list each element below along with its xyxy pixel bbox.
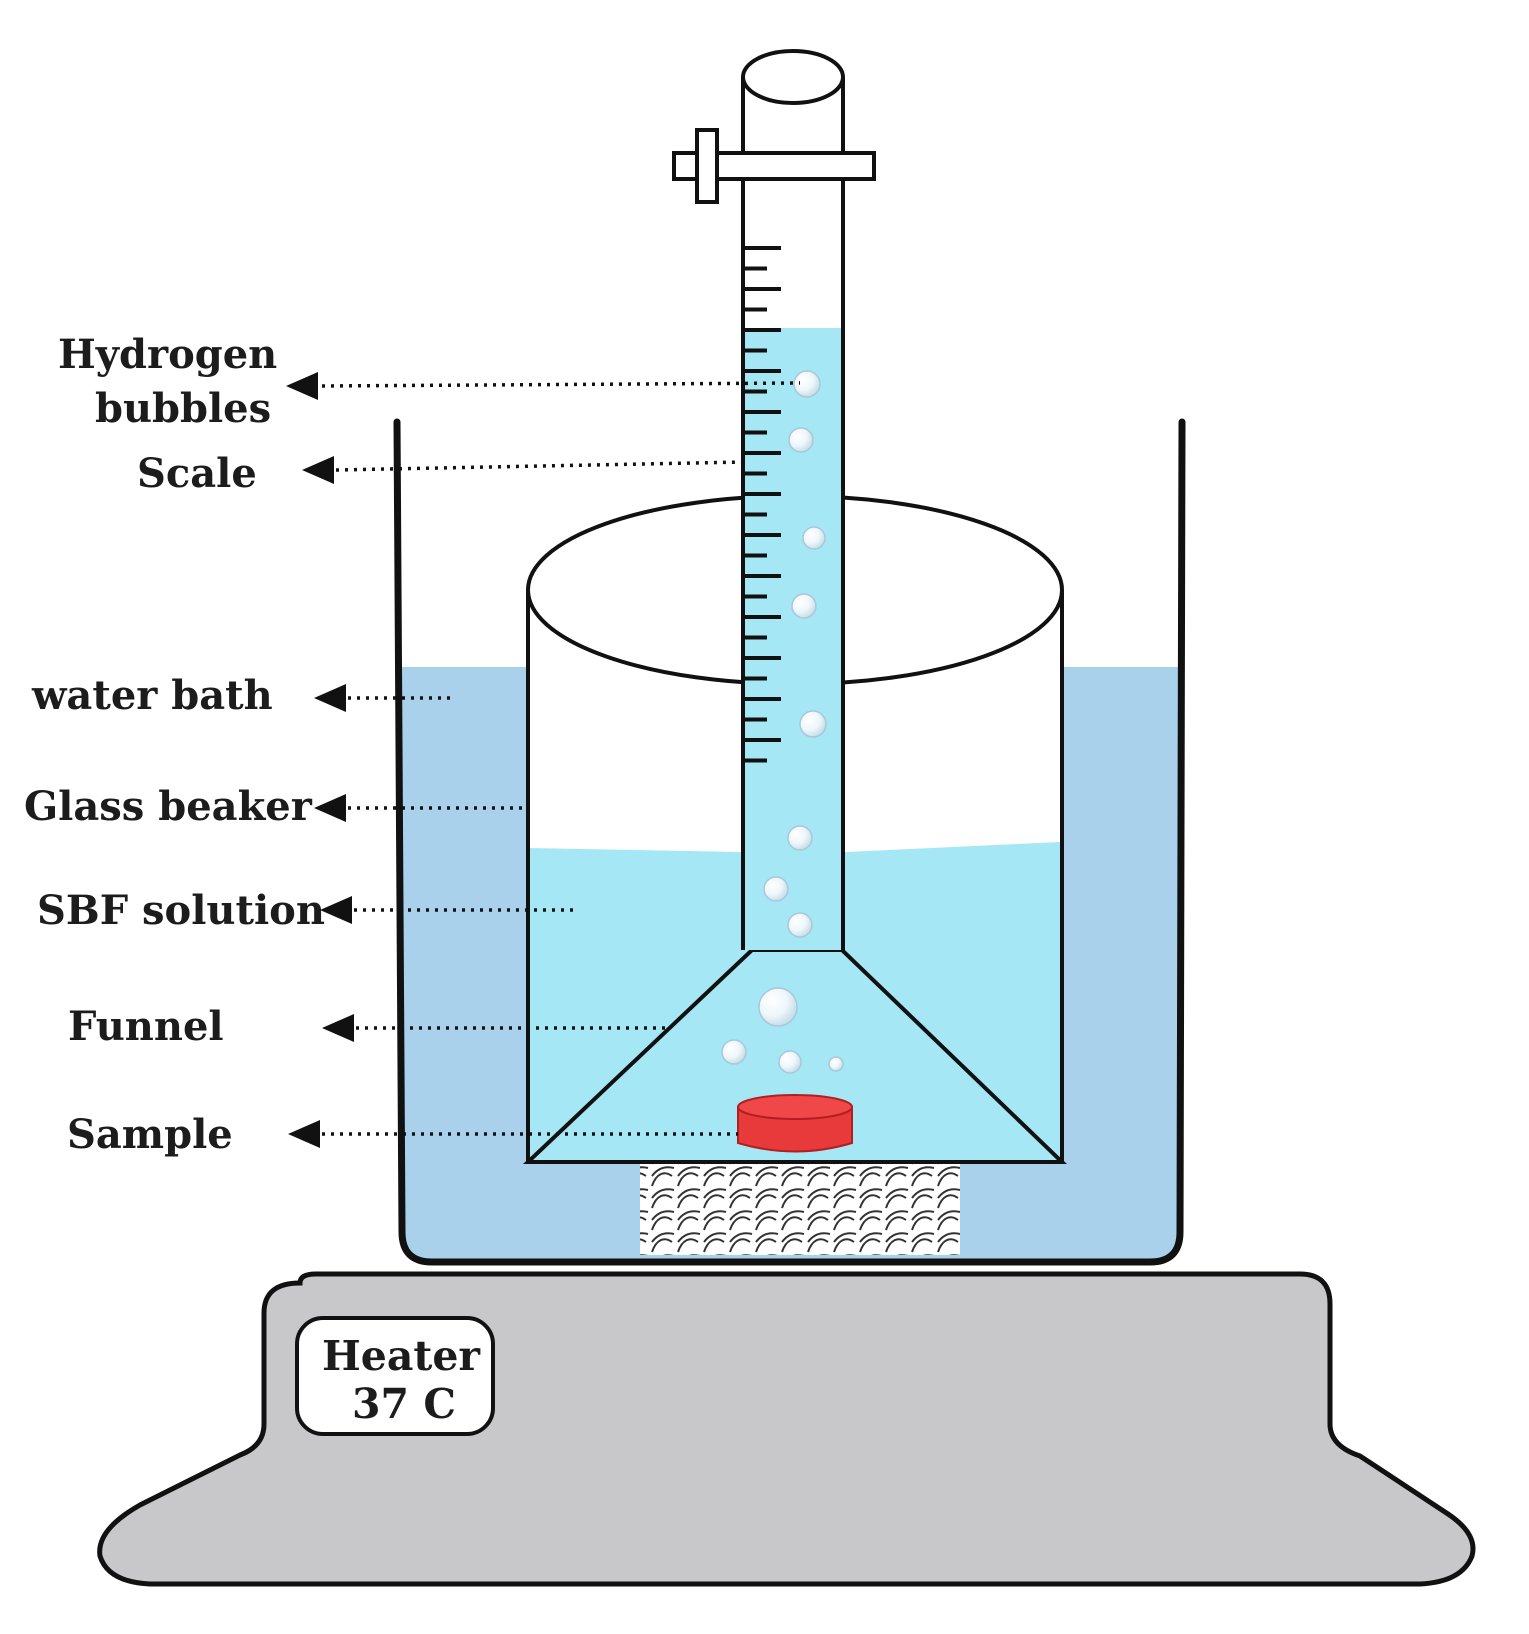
bubble bbox=[788, 427, 814, 453]
bubble bbox=[721, 1039, 747, 1065]
label-water-bath-text: water bath bbox=[31, 672, 273, 719]
clamp bbox=[672, 128, 876, 204]
hydrogen-bubbles bbox=[721, 370, 844, 1074]
bubble bbox=[793, 370, 821, 398]
label-sbf-solution: SBF solution bbox=[37, 887, 575, 934]
bubble bbox=[787, 825, 813, 851]
label-hydrogen-bubbles-line2: bubbles bbox=[95, 385, 271, 432]
bubble bbox=[799, 710, 827, 738]
label-sbf-solution-text: SBF solution bbox=[37, 887, 325, 934]
label-glass-beaker-text: Glass beaker bbox=[24, 783, 313, 830]
bubble bbox=[802, 526, 826, 550]
hatched-stand bbox=[640, 1163, 960, 1255]
label-glass-beaker: Glass beaker bbox=[24, 783, 527, 830]
label-funnel: Funnel bbox=[68, 1003, 665, 1050]
cylinder-top-opening bbox=[741, 49, 845, 105]
water-bath-container bbox=[393, 418, 1186, 1266]
label-sample-text: Sample bbox=[67, 1111, 233, 1158]
label-funnel-text: Funnel bbox=[68, 1003, 224, 1050]
label-scale-text: Scale bbox=[137, 450, 257, 497]
bubble bbox=[828, 1056, 844, 1072]
heater-display bbox=[295, 1316, 495, 1436]
bubble bbox=[787, 912, 813, 938]
bubble bbox=[763, 876, 789, 902]
heater-label-line1: Heater bbox=[322, 1332, 481, 1380]
scale bbox=[745, 246, 781, 763]
label-water-bath: water bath bbox=[31, 672, 455, 719]
sample bbox=[737, 1094, 853, 1153]
heater-label-line2: 37 C bbox=[352, 1380, 456, 1428]
bubble bbox=[758, 987, 798, 1027]
label-hydrogen-bubbles: Hydrogen bubbles bbox=[58, 331, 801, 432]
heater: Heater 37 C bbox=[97, 1271, 1476, 1587]
label-hydrogen-bubbles-line1: Hydrogen bbox=[58, 331, 277, 378]
bubble bbox=[778, 1050, 802, 1074]
label-scale: Scale bbox=[137, 450, 746, 497]
bubble bbox=[791, 593, 817, 619]
label-sample: Sample bbox=[67, 1111, 738, 1158]
